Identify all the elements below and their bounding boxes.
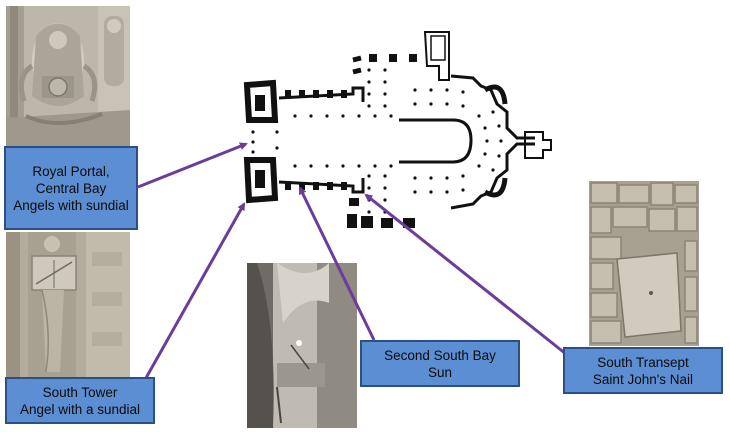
label-line: Central Bay: [35, 180, 107, 196]
south-tower-photo: [6, 232, 130, 392]
label-line: Royal Portal,: [32, 163, 110, 179]
royal-portal-photo: [6, 6, 130, 148]
label-line: Sun: [427, 364, 453, 380]
label-south-tower: South Tower Angel with a sundial: [5, 377, 155, 424]
label-line: Angels with sundial: [13, 197, 129, 213]
label-royal-portal: Royal Portal, Central Bay Angels with su…: [4, 146, 138, 230]
label-line: Saint John's Nail: [592, 371, 694, 387]
label-second-south-bay: Second South Bay Sun: [360, 340, 520, 387]
south-transept-floor-photo: [589, 181, 699, 346]
arrow-south-tower: [144, 202, 246, 379]
label-line: South Transept: [597, 354, 689, 370]
cathedral-floor-plan: [235, 20, 560, 263]
second-south-bay-photo: [247, 263, 357, 428]
label-line: South Tower: [42, 384, 118, 400]
label-line: Second South Bay: [384, 347, 496, 363]
arrow-royal-portal: [137, 142, 248, 189]
label-line: Angel with a sundial: [19, 401, 141, 417]
label-south-transept: South Transept Saint John's Nail: [563, 347, 723, 394]
